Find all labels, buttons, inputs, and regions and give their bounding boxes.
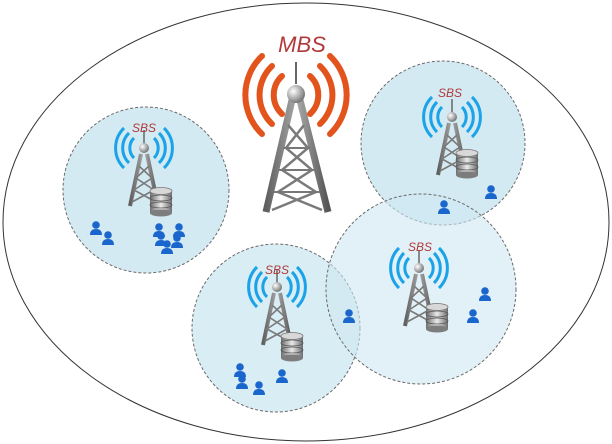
small-cell-left (62, 106, 230, 274)
small-label: SBS (408, 240, 432, 254)
signal-wave-icon (242, 53, 350, 137)
cache-server-icon (149, 187, 173, 217)
macro-label: MBS (278, 32, 326, 57)
small-label: SBS (438, 86, 462, 100)
cache-server-icon (280, 332, 304, 362)
cache-server-icon (425, 303, 449, 333)
cache-server-icon (455, 149, 479, 179)
small-label: SBS (132, 121, 156, 135)
small-label: SBS (265, 263, 289, 277)
macro-tower-icon (242, 53, 350, 213)
